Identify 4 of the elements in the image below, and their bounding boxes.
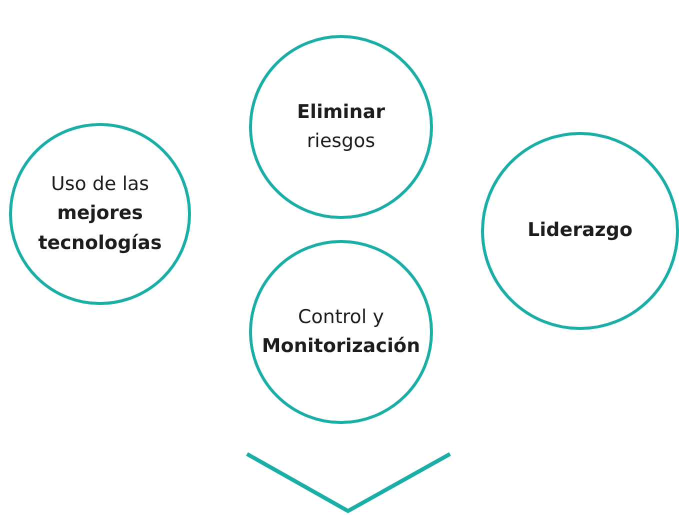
- node-label: Uso de las mejores tecnologías: [37, 172, 163, 256]
- node-label: Liderazgo: [526, 218, 634, 244]
- node-label: Control y Monitorización: [260, 304, 422, 359]
- node-label: Eliminar riesgos: [296, 100, 386, 154]
